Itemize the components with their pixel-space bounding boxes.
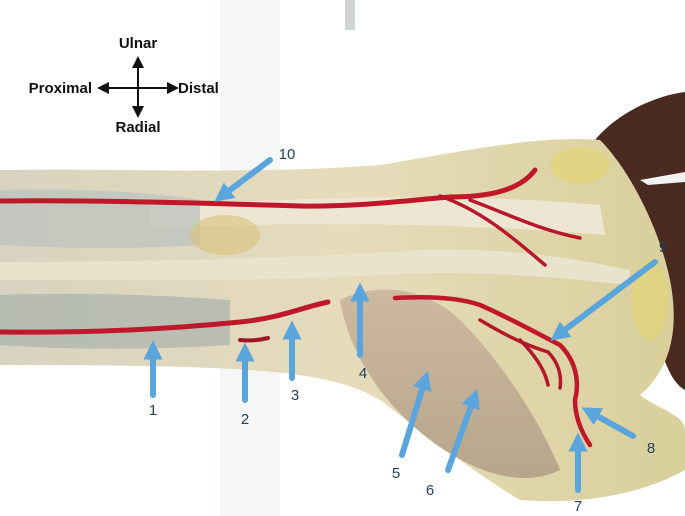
label-4: 4 [359,365,367,382]
label-6: 6 [426,482,434,499]
superficial-palmar-branch [478,318,563,390]
orientation-distal: Distal [178,80,219,97]
arrow-5 [399,370,432,458]
orientation-ulnar: Ulnar [119,35,158,52]
orientation-compass: Ulnar Proximal Distal Radial [29,35,219,136]
glove-highlight [640,172,685,185]
orientation-proximal: Proximal [29,80,92,97]
label-5: 5 [392,465,400,482]
radial-artery [0,299,331,335]
fat-patch-3 [190,215,260,255]
arrow-6 [445,388,480,473]
ulnar-artery [0,167,538,209]
annotation-arrows [143,157,658,493]
ulnar-artery-branch [438,194,582,267]
label-8: 8 [647,440,655,457]
arrow-10 [214,157,273,202]
glass-edge [345,0,355,30]
label-1: 1 [149,402,157,419]
radial-artery-distal [392,295,593,448]
label-2: 2 [241,411,249,428]
radial-artery-stub [238,336,270,343]
tendon-band-lower [0,249,630,285]
arrow-9 [550,259,658,341]
label-3: 3 [291,387,299,404]
label-10: 10 [279,146,296,163]
label-9: 9 [659,239,667,256]
arrow-8 [581,407,636,439]
annotation-labels: 1 2 3 4 5 6 7 8 9 10 [149,146,667,515]
fat-patch-2 [632,260,668,340]
thenar-muscle [340,289,560,479]
fat-patch-1 [550,147,610,183]
muscle-belly-left-lower [0,293,230,349]
label-7: 7 [574,498,582,515]
muscle-belly-left [0,189,200,249]
orientation-radial: Radial [115,119,160,136]
